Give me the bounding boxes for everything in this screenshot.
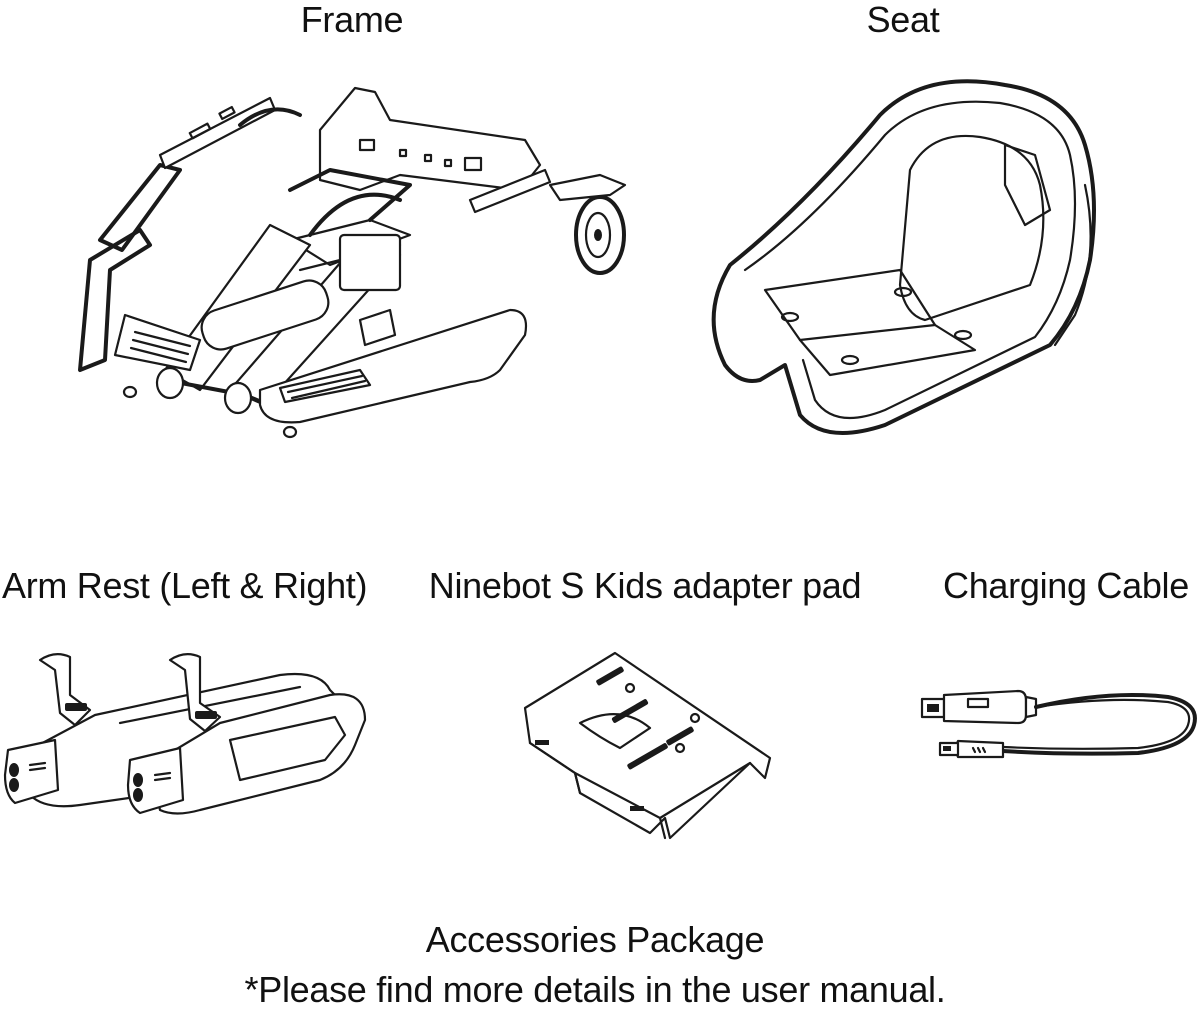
arm-rest-illustration (0, 645, 370, 825)
adapter-pad-illustration (520, 648, 775, 843)
arm-rest-label: Arm Rest (Left & Right) (2, 565, 368, 606)
frame-illustration (70, 70, 650, 440)
charging-cable-label: Charging Cable (943, 565, 1189, 606)
frame-label: Frame (300, 0, 404, 40)
footer-note: *Please find more details in the user ma… (244, 969, 946, 1010)
seat-label: Seat (866, 0, 940, 40)
adapter-pad-label: Ninebot S Kids adapter pad (428, 565, 862, 606)
seat-illustration (705, 75, 1100, 445)
footer-title: Accessories Package (425, 919, 765, 960)
charging-cable-illustration (918, 685, 1200, 770)
